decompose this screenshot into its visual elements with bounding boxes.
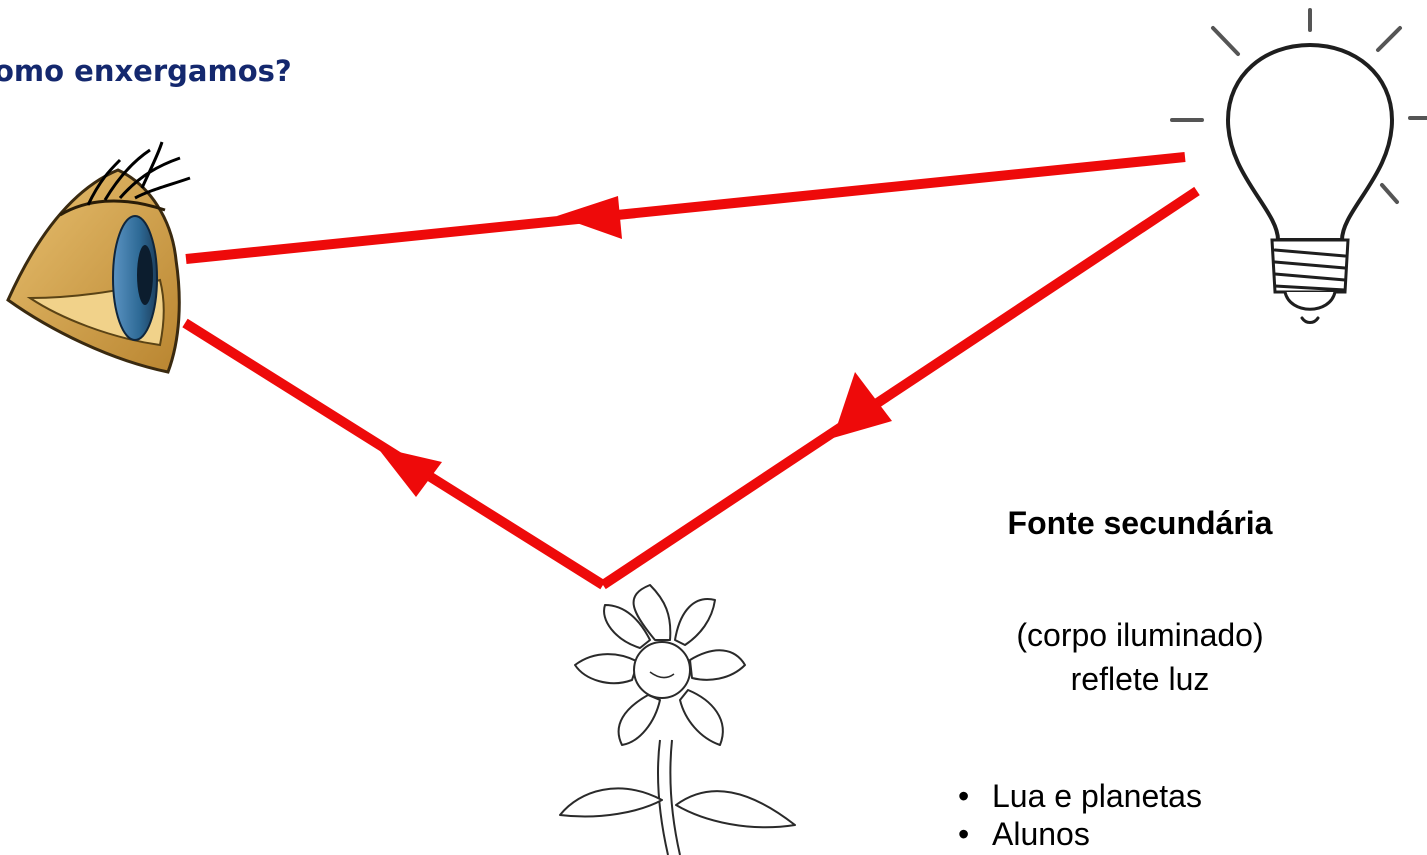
description-line-1: (corpo iluminado) [1016, 617, 1264, 653]
eye-icon [6, 141, 191, 374]
light-bulb-icon [1170, 8, 1427, 324]
ray-arrow-to-eye [557, 196, 622, 239]
light-rays [182, 152, 1200, 590]
list-item: Alunos [930, 815, 1202, 853]
secondary-source-heading: Fonte secundária [1007, 505, 1273, 541]
ray-bulb-to-eye [185, 152, 1186, 264]
slide-title: omo enxergamos? [0, 54, 292, 88]
ray-arrow-flower-to-eye [377, 447, 442, 497]
flower-icon [559, 584, 796, 855]
secondary-source-description: (corpo iluminado) reflete luz [930, 613, 1350, 701]
ray-arrow-to-flower [833, 372, 892, 438]
secondary-source-info: Fonte secundária (corpo iluminado) refle… [930, 505, 1350, 853]
description-line-2: reflete luz [1070, 661, 1210, 697]
examples-list: Lua e planetas Alunos [930, 777, 1202, 853]
ray-bulb-to-flower [600, 186, 1200, 590]
list-item: Lua e planetas [930, 777, 1202, 815]
